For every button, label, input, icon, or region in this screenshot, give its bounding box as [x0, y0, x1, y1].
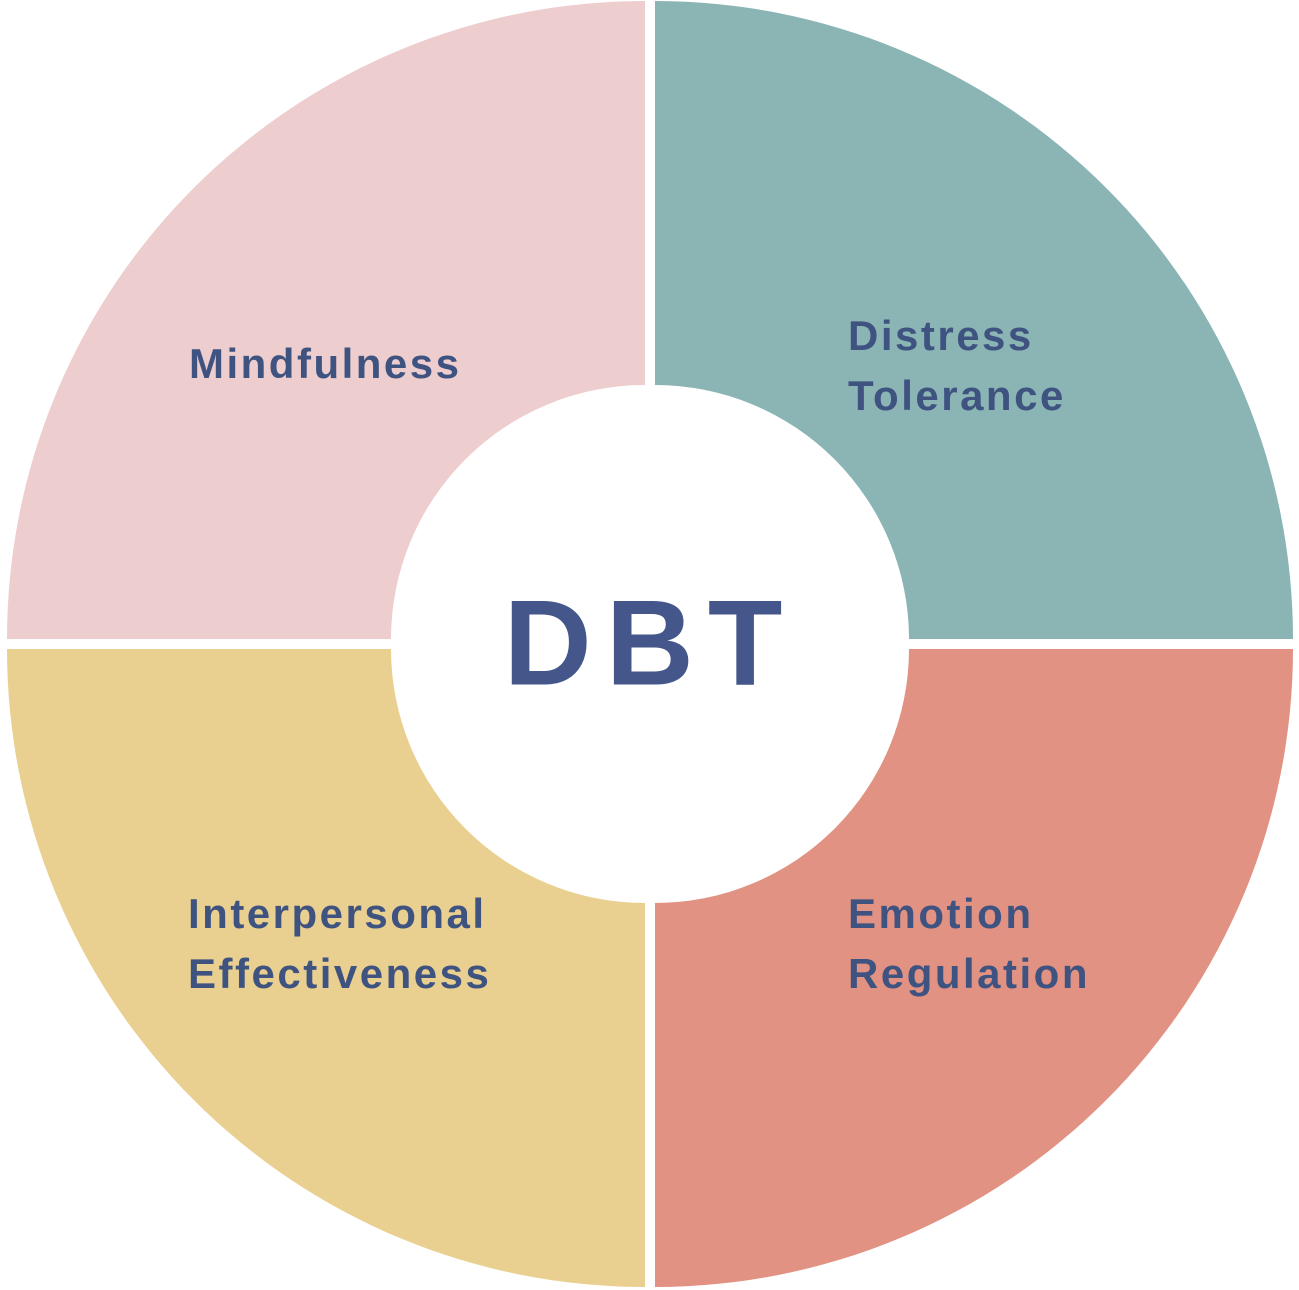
center-title: DBT: [503, 574, 797, 711]
quadrant-label-interpersonal-effectiveness: Interpersonal Effectiveness: [188, 890, 492, 997]
quadrant-distress-tolerance: [655, 1, 1293, 639]
quadrant-label-mindfulness: Mindfulness: [189, 340, 462, 387]
quadrant-label-emotion-regulation: Emotion Regulation: [848, 890, 1090, 997]
quadrant-mindfulness: [7, 1, 645, 639]
quadrant-interpersonal-effectiveness: [7, 649, 645, 1287]
quadrant-label-distress-tolerance: Distress Tolerance: [848, 312, 1066, 419]
quadrant-emotion-regulation: [655, 649, 1293, 1287]
